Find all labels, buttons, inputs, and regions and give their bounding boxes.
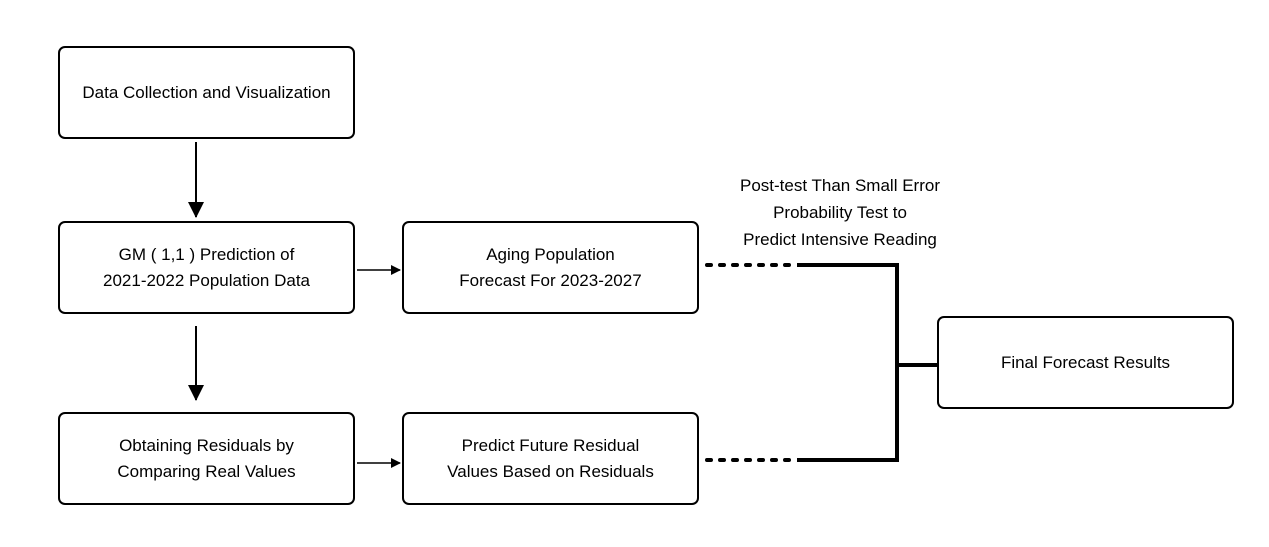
- predict-residual-line-2: Values Based on Residuals: [447, 461, 654, 481]
- gm-prediction-box: GM ( 1,1 ) Prediction of 2021-2022 Popul…: [58, 221, 355, 314]
- merge-bracket: [797, 263, 899, 462]
- residuals-line-2: Comparing Real Values: [117, 461, 296, 481]
- aging-forecast-box: Aging Population Forecast For 2023-2027: [402, 221, 699, 314]
- aging-forecast-line-2: Forecast For 2023-2027: [459, 270, 642, 290]
- annotation-line-1: Post-test Than Small Error: [740, 176, 940, 195]
- final-results-label: Final Forecast Results: [1000, 352, 1171, 372]
- gm-prediction-line-1: GM ( 1,1 ) Prediction of: [118, 244, 295, 264]
- annotation-line-3: Predict Intensive Reading: [743, 230, 937, 249]
- final-results-box: Final Forecast Results: [937, 316, 1234, 409]
- data-collection-box: Data Collection and Visualization: [58, 46, 355, 139]
- gm-prediction-line-2: 2021-2022 Population Data: [103, 270, 310, 290]
- data-collection-label: Data Collection and Visualization: [82, 82, 331, 102]
- post-test-annotation: Post-test Than Small Error Probability T…: [700, 172, 980, 253]
- annotation-line-2: Probability Test to: [773, 203, 907, 222]
- aging-forecast-line-1: Aging Population: [486, 244, 615, 264]
- residuals-line-1: Obtaining Residuals by: [119, 435, 294, 455]
- predict-residual-box: Predict Future Residual Values Based on …: [402, 412, 699, 505]
- predict-residual-line-1: Predict Future Residual: [461, 435, 640, 455]
- residuals-box: Obtaining Residuals by Comparing Real Va…: [58, 412, 355, 505]
